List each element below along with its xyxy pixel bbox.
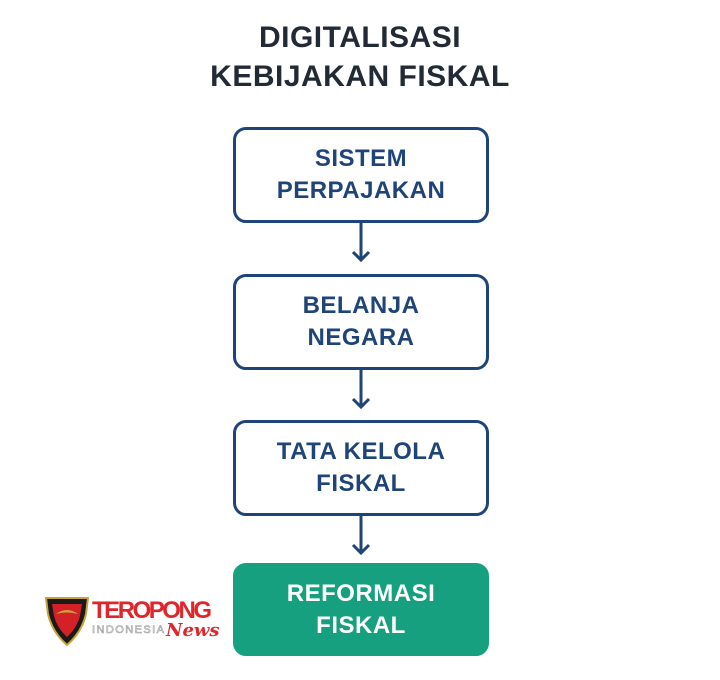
svg-text:TEROPONG: TEROPONG — [92, 597, 212, 624]
title-line-2: KEBIJAKAN FISKAL — [210, 60, 510, 93]
arrow-down-icon — [351, 223, 371, 263]
step-label: SISTEM — [314, 145, 408, 172]
step-tata-kelola-fiskal: TATA KELOLA FISKAL — [233, 420, 489, 516]
step-label: TATA KELOLA — [276, 438, 446, 465]
svg-text:News: News — [165, 620, 220, 641]
step-reformasi-fiskal: REFORMASI FISKAL — [233, 563, 489, 656]
arrow-down-icon — [351, 370, 371, 410]
step-label: BELANJA — [302, 292, 420, 319]
step-label: NEGARA — [307, 324, 415, 351]
svg-text:INDONESIA: INDONESIA — [92, 624, 165, 636]
step-label: FISKAL — [316, 611, 406, 639]
step-sistem-perpajakan: SISTEM PERPAJAKAN — [233, 127, 489, 223]
title-line-1: DIGITALISASI — [258, 21, 462, 54]
step-label: PERPAJAKAN — [276, 177, 446, 204]
step-label: REFORMASI — [286, 579, 436, 607]
diagram-title: DIGITALISASI KEBIJAKAN FISKAL — [0, 18, 720, 96]
step-belanja-negara: BELANJA NEGARA — [233, 274, 489, 370]
step-label: FISKAL — [316, 470, 406, 497]
arrow-down-icon — [351, 516, 371, 556]
teropong-news-logo: TEROPONG INDONESIA News — [44, 597, 220, 647]
